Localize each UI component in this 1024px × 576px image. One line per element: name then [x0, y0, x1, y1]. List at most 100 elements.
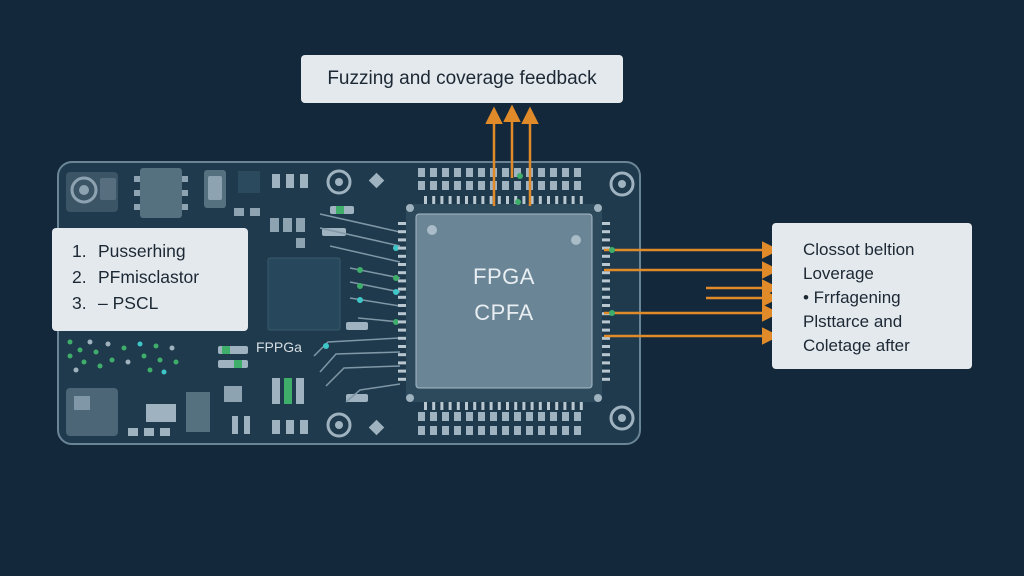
feedback-arrows [485, 104, 539, 206]
capacitor-component [204, 170, 260, 208]
pin [497, 402, 501, 410]
pin [489, 196, 493, 204]
pin [563, 196, 567, 204]
pin [442, 412, 449, 421]
secondary-chip [267, 257, 341, 331]
pin [418, 412, 425, 421]
pin [398, 361, 406, 365]
pin [489, 402, 493, 410]
board-label: FPPGa [256, 339, 302, 355]
pin [418, 426, 425, 435]
small-ic-component [134, 168, 188, 218]
pin [398, 238, 406, 242]
pin [466, 412, 473, 421]
pin [481, 196, 485, 204]
pin [398, 353, 406, 357]
chip-label-line-2: CPFA [474, 300, 534, 325]
pin [530, 196, 534, 204]
pin [398, 254, 406, 258]
pin [514, 168, 521, 177]
pin [418, 181, 425, 190]
pin [514, 426, 521, 435]
pin [398, 345, 406, 348]
pin [432, 402, 436, 410]
pin [602, 369, 610, 373]
chip-label-line-1: FPGA [473, 264, 535, 289]
pin [398, 304, 406, 307]
arrow-leds [515, 173, 615, 316]
pin [602, 279, 610, 283]
pin [442, 168, 449, 177]
pin [432, 196, 436, 204]
pin [465, 402, 468, 410]
pin [430, 181, 437, 190]
pin [602, 336, 610, 340]
pin [430, 168, 437, 177]
pin [502, 168, 509, 177]
pin [602, 304, 610, 307]
mounting-hole [326, 169, 352, 195]
pin [563, 402, 567, 410]
pin [514, 181, 521, 190]
pin [473, 402, 477, 410]
pin [398, 320, 406, 324]
pin [456, 402, 460, 410]
led-matrix [67, 339, 179, 375]
pin [514, 402, 518, 410]
pin [538, 196, 542, 204]
pin [398, 246, 406, 250]
pin [442, 426, 449, 435]
feedback-label: Fuzzing and coverage feedback [327, 68, 597, 89]
pin [478, 168, 485, 177]
pin [398, 312, 406, 316]
pin [478, 181, 485, 190]
pin [538, 181, 545, 190]
pin [478, 412, 485, 421]
pin [440, 402, 444, 410]
pin [547, 196, 550, 204]
pin [579, 196, 583, 204]
pin [398, 295, 406, 299]
pin [550, 426, 557, 435]
pin [398, 222, 406, 225]
list-item-text: PFmisclastor [98, 267, 200, 287]
pin [602, 320, 610, 324]
pin [538, 426, 545, 435]
output-line: • Frrfagening [803, 288, 901, 307]
pin [502, 181, 509, 190]
pin [574, 412, 581, 421]
pin [547, 402, 550, 410]
pin [602, 254, 610, 258]
pin [448, 196, 452, 204]
resistor-row [218, 346, 304, 404]
mounting-hole [609, 405, 635, 431]
diamond-pad [368, 172, 385, 189]
pin [602, 246, 610, 250]
pin [398, 336, 406, 340]
mounting-hole [326, 412, 352, 438]
pin [555, 196, 559, 204]
output-line: Plsttarce and [803, 312, 903, 331]
pin [562, 168, 569, 177]
pin [522, 402, 526, 410]
pin [424, 402, 427, 410]
pin [398, 263, 406, 266]
pin [418, 168, 425, 177]
pin [550, 181, 557, 190]
pin [602, 377, 610, 381]
pin [574, 168, 581, 177]
pin [602, 222, 610, 225]
pin [430, 426, 437, 435]
pin [398, 377, 406, 381]
left-list-panel: 1. Pusserhing 2. PFmisclastor 3. – PSCL [52, 228, 248, 331]
pin [502, 426, 509, 435]
pin [454, 412, 461, 421]
pin [602, 345, 610, 348]
pin [526, 426, 533, 435]
pin [562, 181, 569, 190]
fpga-chip [406, 204, 602, 402]
list-item-number: 1. [72, 241, 87, 261]
pin [398, 230, 406, 234]
pin [514, 196, 518, 204]
pin [424, 196, 427, 204]
